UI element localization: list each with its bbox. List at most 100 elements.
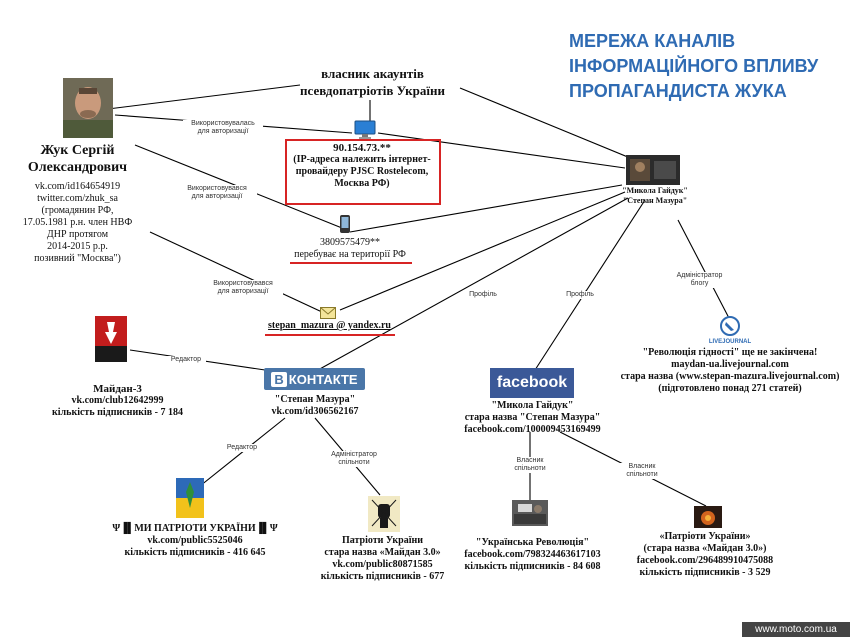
patriots-fb-name: «Патріоти України» — [659, 531, 751, 542]
edge-email-hub — [339, 191, 626, 311]
vk-logo: В КОНТАКТЕ — [264, 368, 365, 390]
edge-label-line: для авторизації — [197, 128, 249, 135]
livejournal-old-name: стара назва (www.stepan-mazura.livejourn… — [620, 371, 840, 382]
patriots-vk2-old-name: стара назва «Майдан 3.0» — [324, 547, 441, 558]
edge-label-line: Використовувався — [213, 280, 273, 287]
title-line-1: МЕРЕЖА КАНАЛІВ — [569, 31, 736, 51]
person-photo — [63, 78, 113, 138]
hub-line-1: "Микола Гайдук" — [622, 186, 688, 195]
livejournal-logo-text: LIVEJOURNAL — [708, 339, 752, 345]
edge-label-line: спільноти — [626, 471, 658, 478]
edge-owner-hub — [459, 87, 641, 163]
livejournal-name: "Революція гідності" ще не закінчена! — [642, 347, 818, 358]
patriots-fb-block: «Патріоти України» (стара назва «Майдан … — [630, 531, 780, 579]
owner-heading: власник акаунтів псевдопатріотів України — [285, 65, 460, 99]
edge-label-editor-1: Редактор — [166, 356, 206, 364]
email-icon — [320, 306, 336, 319]
edge-hub-lj — [677, 219, 731, 321]
vk-block: "Степан Мазура" vk.com/id306562167 — [245, 394, 385, 418]
phone-number: 3809575479** — [320, 237, 380, 248]
email-address: stepan_mazura @ yandex.ru — [268, 320, 391, 331]
monitor-icon — [354, 120, 376, 140]
hub-label: "Микола Гайдук" "Степан Мазура" — [600, 186, 710, 206]
patriots-vk-subs: кількість підписників - 416 645 — [124, 547, 266, 558]
edge-label-line: Використовувалась — [191, 120, 255, 127]
person-info-line: (громадянин РФ, — [41, 205, 114, 216]
edge-label-line: Власник — [628, 463, 656, 470]
patriots-logo — [176, 478, 204, 518]
edge-label-line: для авторизації — [191, 193, 243, 200]
patriots-vk2-subs: кількість підписників - 677 — [320, 571, 445, 582]
livejournal-note: (підготовлено понад 271 статей) — [658, 383, 802, 394]
edge-label-blog-admin: Адміністратор блогу — [672, 272, 727, 288]
edge-label-profile-2: Профіль — [565, 291, 595, 299]
hub-avatar — [626, 155, 680, 185]
patriots-vk2-block: Патріоти України стара назва «Майдан 3.0… — [305, 535, 460, 583]
edge-person-owner — [99, 84, 301, 111]
facebook-logo: facebook — [490, 368, 574, 398]
maidan3-subs: кількість підписників - 7 184 — [52, 407, 183, 418]
revolution-photo — [512, 500, 548, 526]
edge-hub-fb — [534, 199, 646, 371]
vk-logo-text: КОНТАКТЕ — [288, 371, 358, 387]
patriots-fb-subs: кількість підписників - 3 529 — [639, 567, 771, 578]
edge-label-line: блогу — [690, 280, 709, 287]
patriots-vk2-name: Патріоти України — [341, 535, 424, 546]
person-block: Жук Сергій Олександрович vk.com/id164654… — [5, 142, 150, 265]
edge-label-line: Адміністратор — [676, 272, 723, 279]
ip-box — [285, 139, 441, 205]
edge-label-line: спільноти — [338, 459, 370, 466]
edge-phone-hub — [349, 184, 623, 233]
edge-label-line: Адміністратор — [331, 451, 377, 458]
edge-label-line: спільноти — [514, 465, 546, 472]
edge-label-auth-2: Використовувався для авторизації — [177, 185, 257, 201]
fist-logo — [368, 496, 400, 532]
owner-line-2: псевдопатріотів України — [300, 83, 445, 98]
patriots-vk-name: Ψ▐▌МИ ПАТРІОТИ УКРАЇНИ▐▌Ψ — [112, 523, 278, 534]
edge-hub-vk — [317, 197, 629, 371]
facebook-url: facebook.com/100009453169499 — [464, 424, 601, 435]
watermark: www.moto.com.ua — [742, 622, 850, 637]
person-info-line: ДНР протягом — [46, 229, 109, 240]
maidan3-block: Майдан-3 vk.com/club12642999 кількість п… — [35, 383, 200, 419]
person-info: vk.com/id164654919 twitter.com/zhuk_sa (… — [5, 181, 150, 265]
title-line-2: ІНФОРМАЦІЙНОГО ВПЛИВУ — [569, 56, 819, 76]
patriots-vk-url: vk.com/public5525046 — [147, 535, 243, 546]
phone-note: перебуває на території РФ — [294, 249, 406, 260]
person-info-line: позивний "Москва") — [34, 253, 121, 264]
vk-url: vk.com/id306562167 — [271, 406, 359, 417]
edge-label-line: Використовувався — [187, 185, 247, 192]
revolution-url: facebook.com/798324463617103 — [464, 549, 601, 560]
ip-block: 90.154.73.** (IP-адреса належить інтерне… — [287, 142, 437, 190]
title-line-3: ПРОПАГАНДИСТА ЖУКА — [569, 81, 787, 101]
person-info-line: twitter.com/zhuk_sa — [37, 193, 118, 204]
facebook-name: "Микола Гайдук" — [491, 400, 574, 411]
person-info-line: 2014-2015 р.р. — [47, 241, 108, 252]
patriots-fb-url: facebook.com/296489910475088 — [636, 555, 774, 566]
revolution-subs: кількість підписників - 84 608 — [464, 561, 601, 572]
person-info-line: 17.05.1981 р.н. член НВФ — [22, 217, 133, 228]
maidan3-url: vk.com/club12642999 — [71, 395, 164, 406]
patriots-vk-block: Ψ▐▌МИ ПАТРІОТИ УКРАЇНИ▐▌Ψ vk.com/public5… — [95, 523, 295, 559]
person-name-1: Жук Сергій — [40, 143, 115, 158]
vk-logo-b: В — [271, 371, 287, 387]
edge-label-line: для авторизації — [217, 288, 269, 295]
livejournal-icon — [717, 316, 743, 338]
edge-label-editor-2: Редактор — [222, 444, 262, 452]
edge-vk-patriots — [194, 417, 286, 491]
revolution-block: "Українська Революція" facebook.com/7983… — [455, 537, 610, 573]
patriots-fb-old-name: (стара назва «Майдан 3.0») — [643, 543, 767, 554]
edge-label-owner-1: Власник спільноти — [508, 457, 552, 473]
ip-desc-line: (IP-адреса належить інтернет- — [293, 154, 431, 165]
email-underline — [265, 334, 395, 336]
phone-icon — [339, 214, 351, 234]
edge-person-email — [149, 231, 323, 313]
hub-line-2: "Степан Мазура" — [622, 196, 688, 205]
phone-block: 3809575479** перебуває на території РФ — [290, 237, 410, 261]
edge-label-line: Власник — [516, 457, 544, 464]
maidan3-logo — [95, 316, 127, 362]
livejournal-block: "Революція гідності" ще не закінчена! ma… — [610, 347, 850, 395]
edge-label-profile-1: Профіль — [468, 291, 498, 299]
edge-label-owner-2: Власник спільноти — [620, 463, 664, 479]
ip-desc-line: провайдеру PJSC Rostelecom, — [295, 166, 429, 177]
